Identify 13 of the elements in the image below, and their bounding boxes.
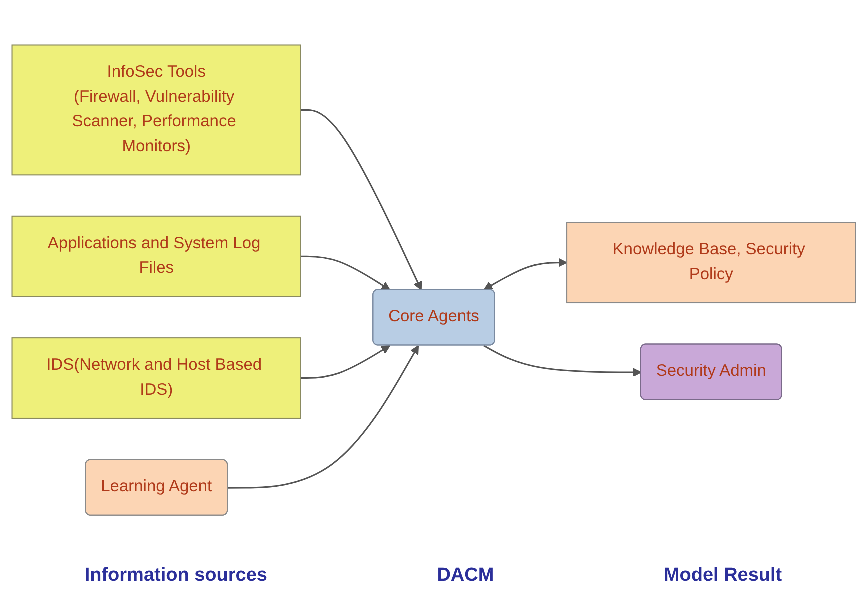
arrow <box>228 345 419 489</box>
node-box: Applications and System Log Files <box>11 216 301 297</box>
arrow <box>483 258 567 290</box>
arrow <box>483 344 642 377</box>
arrow <box>300 109 422 290</box>
column-caption: Model Result <box>664 565 782 587</box>
arrow <box>300 256 390 290</box>
arrow <box>300 345 390 379</box>
node-box: IDS(Network and Host Based IDS) <box>11 337 301 419</box>
node-box: Knowledge Base, Security Policy <box>566 222 856 304</box>
column-caption: DACM <box>437 565 494 587</box>
node-box: InfoSec Tools (Firewall, Vulnerability Scanner, Performance Monitors) <box>11 44 301 176</box>
column-caption: Information sources <box>84 565 268 587</box>
